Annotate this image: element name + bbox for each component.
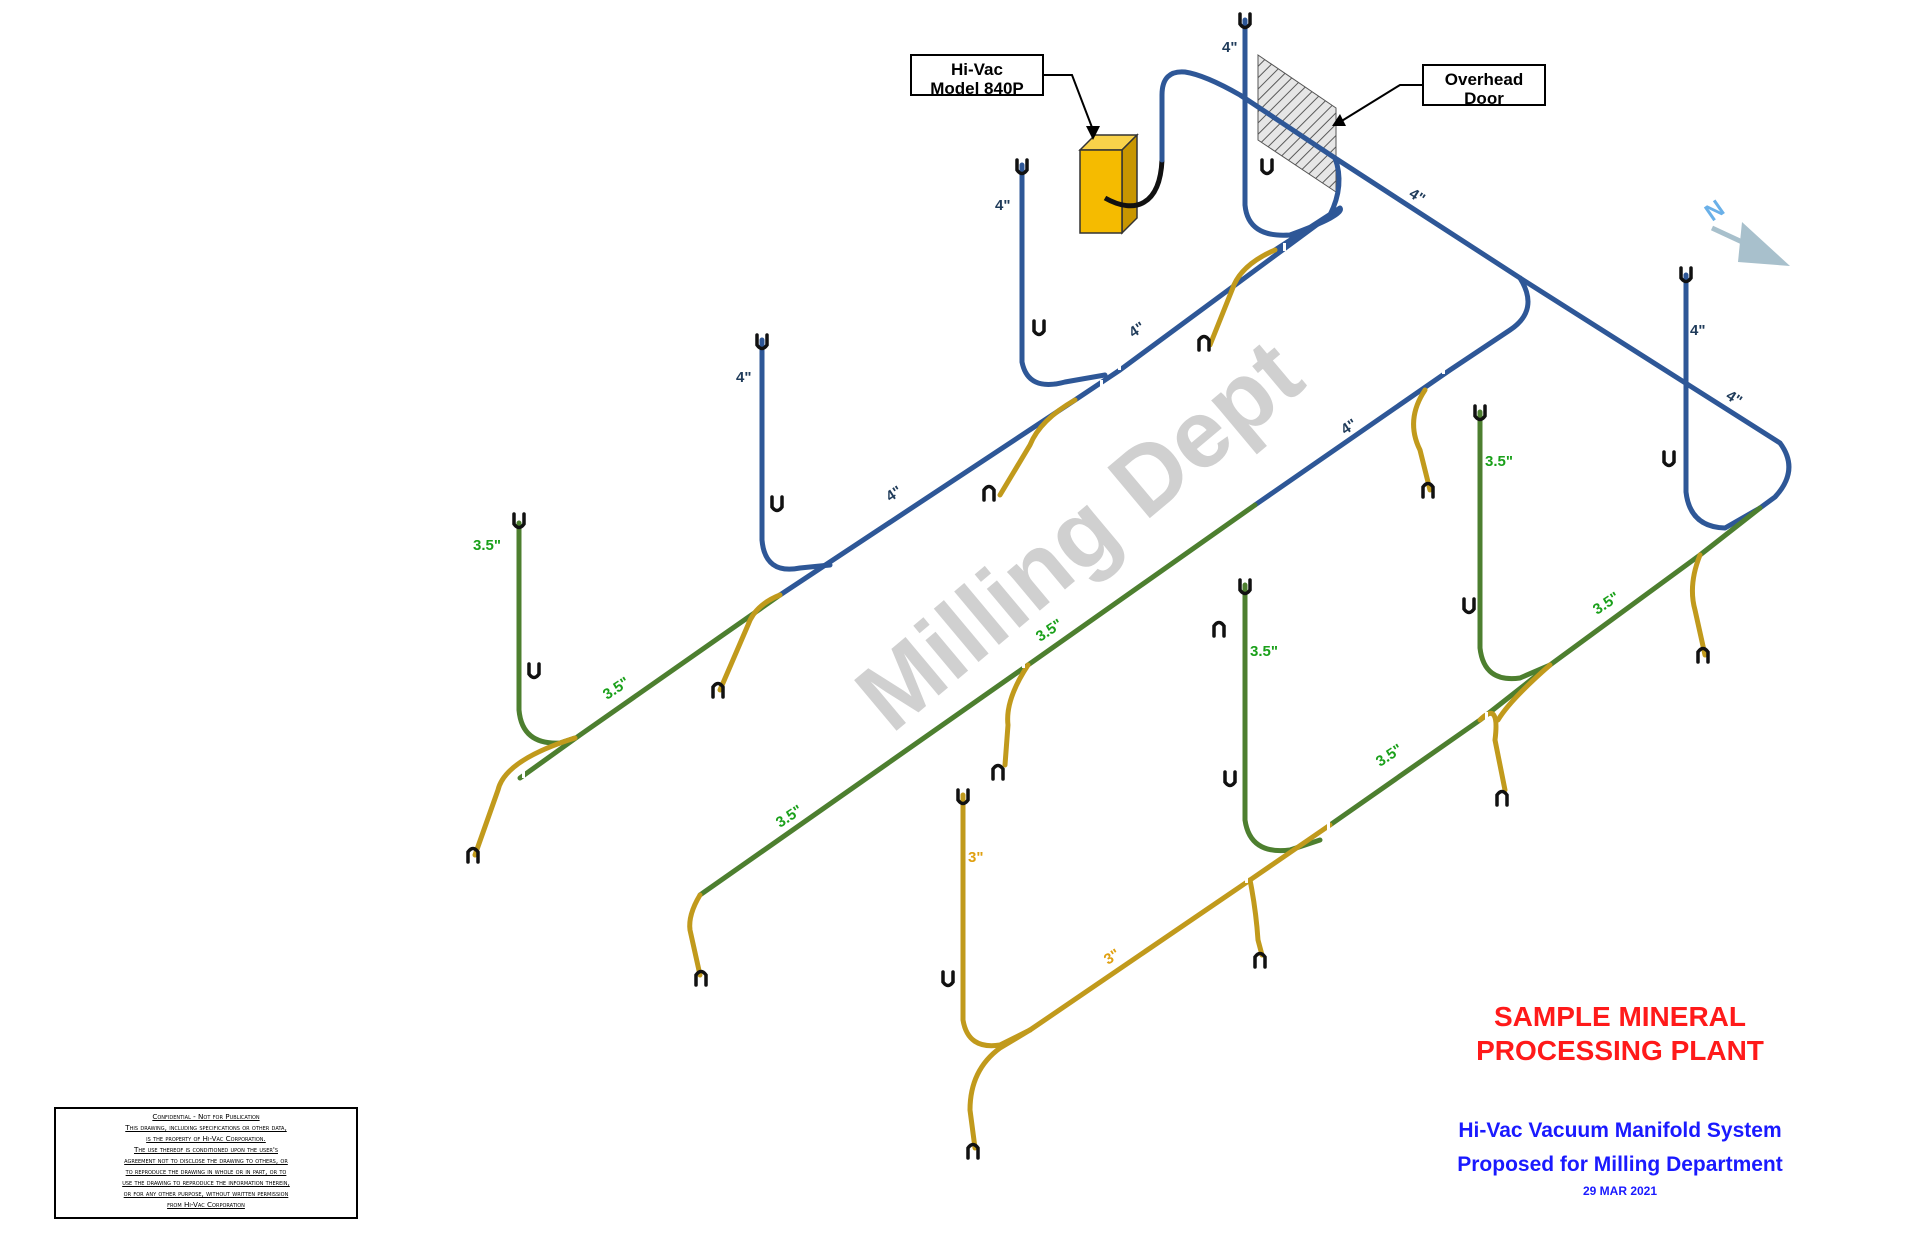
pipe-3in-drop-i (1247, 877, 1265, 958)
watermark-text: Milling Dept (836, 319, 1321, 751)
pipe-4in-header (1159, 69, 1523, 281)
pipe-3in-drop-j (687, 892, 703, 978)
size-label-4in: 4" (736, 369, 751, 386)
inlet-bot-3 (711, 681, 725, 699)
size-label-4in: 4" (883, 483, 905, 506)
pipe-3in-drop-f (1689, 552, 1708, 658)
pipe-3in-drop-h (1477, 710, 1508, 793)
inlet-mid-8 (941, 970, 955, 988)
door-leader (1339, 84, 1422, 123)
confidential-line: is the property of Hi-Vac Corporation. (146, 1134, 266, 1143)
size-label-3in: 3" (968, 849, 983, 866)
inlet-bot-9 (1495, 789, 1509, 807)
pipe-3in-drop-c (997, 397, 1078, 498)
overhead-door-callout: Overhead Door (1422, 64, 1546, 108)
pipe-4in-east-drop (1683, 272, 1763, 531)
collector-hose (1103, 159, 1165, 209)
door-callout-line2: Door (1464, 89, 1504, 108)
pipe-3in-drop-k (1495, 662, 1553, 723)
size-label-3-5in: 3.5" (473, 537, 501, 554)
pipe-4in-nw-main (777, 212, 1333, 598)
inlet-bot-11 (694, 969, 708, 987)
confidential-line: agreement not to disclose the drawing to… (124, 1156, 288, 1165)
pipe-3in-main (1027, 822, 1333, 1033)
size-label-3-5in: 3.5" (1373, 741, 1406, 770)
collector-unit (1078, 133, 1139, 235)
hivac-callout-line2: Model 840P (930, 79, 1024, 98)
hivac-leader (1044, 74, 1094, 131)
size-label-4in: 4" (995, 197, 1010, 214)
pipe-4in-drop-762 (759, 337, 833, 572)
inlet-bot-10 (1253, 951, 1267, 969)
size-label-4in: 4" (1690, 322, 1705, 339)
inlet-top-3in-963 (956, 788, 970, 806)
pipe-3in-drop-g (1002, 662, 1031, 768)
inlet-bot-5 (1421, 481, 1435, 499)
inlet-bot-2 (982, 484, 996, 502)
pipe-3-5in-drop-1480 (1477, 409, 1553, 682)
inlet-top-4in-1245 (1238, 12, 1252, 30)
north-label: N (1700, 195, 1730, 227)
inlet-bot-1 (1197, 334, 1211, 352)
pipe-4in-drop-1020 (1019, 162, 1108, 387)
pipe-3-5in-drop-1245 (1242, 582, 1323, 854)
subtitle-line-2: Proposed for Milling Department (1457, 1153, 1783, 1176)
confidential-line: use the drawing to reproduce the informa… (122, 1178, 290, 1187)
inlet-bot-4 (466, 846, 480, 864)
inlet-top-4in-1686 (1679, 266, 1693, 284)
confidential-notice: Confidential - Not for Publication This … (54, 1107, 358, 1219)
pipe-3-5in-drop-519 (516, 520, 578, 746)
inlet-mid-1 (1260, 158, 1274, 176)
inlet-top-4in-1022 (1015, 158, 1029, 176)
inlet-mid-3 (770, 495, 784, 513)
north-arrow-icon (1710, 222, 1790, 266)
inlet-bot-8 (991, 763, 1005, 781)
pipe-3in-drop-a (472, 735, 578, 858)
inlet-bot-6 (1696, 646, 1710, 664)
size-label-4in: 4" (1222, 39, 1237, 56)
inlet-bot-12 (966, 1142, 980, 1160)
title-line-1: SAMPLE MINERAL (1494, 1001, 1746, 1032)
inlet-bot-7 (1212, 620, 1226, 638)
drawing-date: 29 MAR 2021 (1582, 1184, 1658, 1198)
inlet-mid-6 (1462, 597, 1476, 615)
inlet-top-3-5in-1480 (1473, 404, 1487, 422)
subtitle-line-1: Hi-Vac Vacuum Manifold System (1458, 1119, 1782, 1142)
pipe-3in-drop-b (717, 592, 783, 693)
confidential-line: This drawing, including specifications o… (125, 1123, 287, 1132)
confidential-line: from Hi-Vac Corporation (167, 1200, 245, 1209)
inlet-mid-5 (1662, 450, 1676, 468)
pipe-4in-top-loop (1327, 155, 1342, 218)
confidential-line: The use thereof is conditioned upon the … (133, 1145, 278, 1154)
size-label-3-5in: 3.5" (1250, 643, 1278, 660)
pipe-3-5in-nw-main (517, 592, 783, 781)
pipe-3in-end-drop-970 (967, 1027, 1033, 1151)
confidential-line: or for any other purpose, without writte… (123, 1189, 289, 1198)
size-label-4in: 4" (1126, 319, 1148, 342)
hivac-callout-line1: Hi-Vac (951, 60, 1003, 79)
confidential-line: to reproduce the drawing in whole or in … (125, 1167, 287, 1176)
size-label-3in: 3" (1101, 946, 1123, 969)
confidential-heading: Confidential - Not for Publication (152, 1112, 260, 1121)
inlet-mid-7 (1223, 770, 1237, 788)
pipe-3in-drop-e (1411, 387, 1433, 493)
inlet-top-3-5in-1245 (1238, 578, 1252, 596)
pipe-3in-drop-963 (960, 792, 1033, 1049)
hivac-model-callout: Hi-Vac Model 840P (910, 54, 1044, 98)
inlet-top-4in-762 (755, 333, 769, 351)
inlet-mid-4 (527, 662, 541, 680)
pipe-3in-drop-d (1207, 247, 1278, 348)
size-label-3-5in: 3.5" (1485, 453, 1513, 470)
door-callout-line1: Overhead (1444, 70, 1524, 89)
pipe-4in-top-drop (1242, 17, 1343, 253)
inlet-top-3-5in-519 (512, 512, 526, 530)
inlet-mid-2 (1032, 319, 1046, 337)
pipe-4in-east-main (1517, 275, 1792, 511)
title-line-2: PROCESSING PLANT (1476, 1035, 1764, 1066)
pipe-4in-middle-spur (1252, 275, 1531, 508)
